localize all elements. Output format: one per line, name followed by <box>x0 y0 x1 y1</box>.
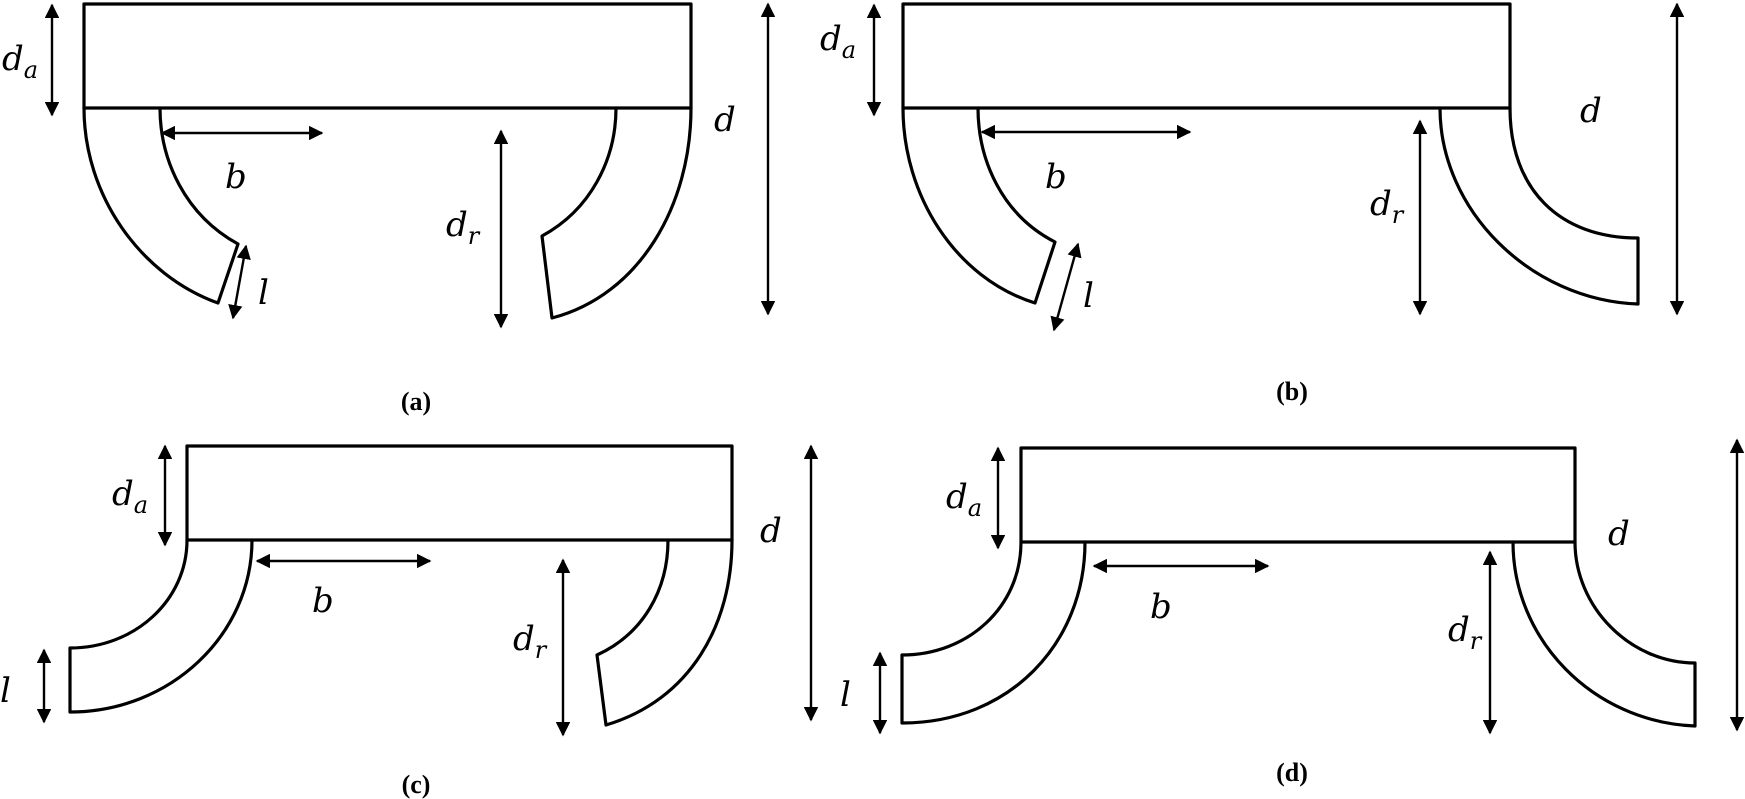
panel-d-d-label: d <box>1608 514 1630 554</box>
panel-c-dr-label: dr <box>513 619 548 664</box>
panel-b-top-bar <box>901 2 1512 110</box>
panel-c-right-arm <box>595 538 734 727</box>
panel-c-d-label: d <box>760 511 782 551</box>
panel-c-b-label: b <box>312 581 334 621</box>
panel-d-caption: (d) <box>1276 758 1308 787</box>
panel-d: da b l dr d (d) <box>840 438 1745 787</box>
panel-c-l-label: l <box>0 671 11 711</box>
panel-d-da-label: da <box>946 477 982 522</box>
panel-d-top-bar <box>1019 446 1577 544</box>
panel-a-left-arm <box>82 106 240 305</box>
panel-b-dr-label: dr <box>1370 184 1405 229</box>
panel-d-left-arm <box>900 540 1087 725</box>
panel-b-l-label: l <box>1083 276 1094 316</box>
panel-a-da-label: da <box>2 39 38 84</box>
panel-a: da b l dr d (a) <box>2 2 776 416</box>
panel-b-right-arm <box>1438 106 1640 306</box>
panel-b-caption: (b) <box>1276 377 1308 406</box>
panel-b-da-label: da <box>820 19 856 64</box>
panel-c-caption: (c) <box>402 770 431 799</box>
panel-b: da b l dr d (b) <box>820 2 1685 406</box>
panel-c: da b l dr d (c) <box>0 444 819 799</box>
panel-c-left-arm <box>68 538 254 714</box>
panel-b-l-arrow <box>1050 242 1082 332</box>
panel-a-l-label: l <box>258 273 269 313</box>
panel-d-b-label: b <box>1150 587 1172 627</box>
panel-d-dr-label: dr <box>1448 610 1483 655</box>
panel-b-d-label: d <box>1580 91 1602 131</box>
panel-a-right-arm <box>540 106 693 320</box>
panel-d-l-label: l <box>840 675 851 715</box>
panel-d-right-arm <box>1511 540 1697 728</box>
panel-a-l-arrow <box>228 244 251 320</box>
panel-a-d-label: d <box>714 100 736 140</box>
panel-a-b-label: b <box>225 157 247 197</box>
panel-b-b-label: b <box>1045 157 1067 197</box>
panel-c-top-bar <box>185 444 734 542</box>
panel-a-dr-label: dr <box>446 205 481 250</box>
panel-b-left-arm <box>901 106 1057 305</box>
panel-a-top-bar <box>82 2 693 110</box>
panel-c-da-label: da <box>112 474 148 519</box>
panel-a-caption: (a) <box>401 387 431 416</box>
